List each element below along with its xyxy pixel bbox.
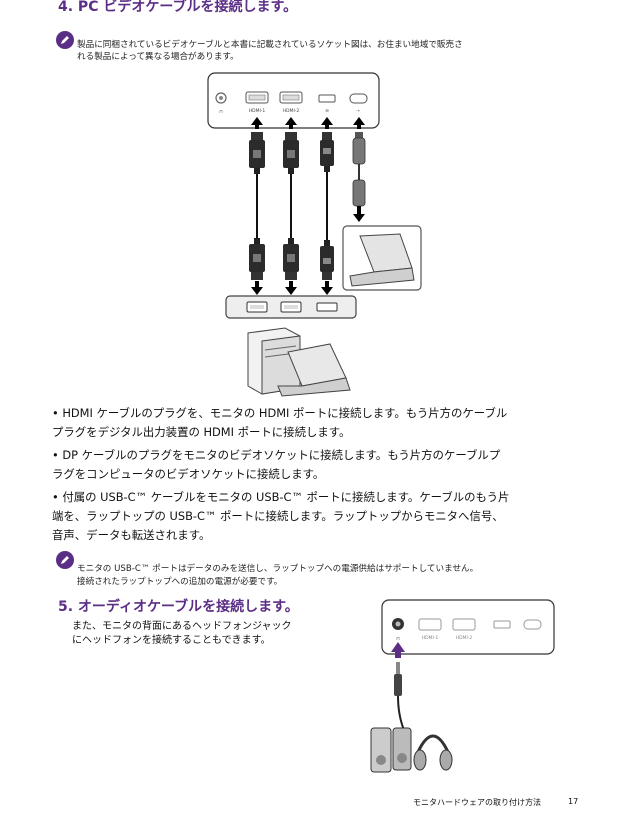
note-line-2: れる製品によって異なる場合があります。 [77,52,239,62]
audio-monitor-port-panel: HDMI-1 HDMI-2 ⊓ [381,599,555,655]
audio-port-label-hdmi1: HDMI-1 [422,635,439,641]
pc-port-panel [225,295,357,319]
laptop-image [342,225,422,291]
svg-text:⊓: ⊓ [219,110,223,115]
bullet-hdmi-line-1: • HDMI ケーブルのプラグを、モニタの HDMI ポートに接続します。もう片… [52,406,508,420]
audio-port-label-hdmi2: HDMI-2 [456,635,473,641]
section-5-line-1: また、モニタの背面にあるヘッドフォンジャック [72,621,292,632]
arrows-to-monitor [251,117,365,129]
audio-cable [394,662,405,731]
arrows-to-pc [251,281,333,295]
section-4-heading: 4. PC ビデオケーブルを接続します。 [58,0,298,15]
pencil-icon [56,551,74,569]
svg-text:⊓: ⊓ [396,637,400,642]
bullet-usbc-line-2: 端を、ラップトップの USB-C™ ポートに接続します。ラップトップからモニタへ… [52,509,504,523]
note2-line-1: モニタの USB-C™ ポートはデータのみを送信し、ラップトップへの電源供給はサ… [77,564,479,574]
port-label-hdmi2: HDMI-2 [283,108,300,114]
hdmi-cable-2 [283,132,299,280]
svg-text:⇢: ⇢ [356,109,360,114]
computer-image [247,327,351,397]
bullet-usbc-line-1: • 付属の USB-C™ ケーブルをモニタの USB-C™ ポートに接続します。… [52,490,510,504]
hdmi-cable-1 [249,132,265,280]
section-5-line-2: にヘッドフォンを接続することもできます。 [72,635,271,646]
bullet-dp-line-1: • DP ケーブルのプラグをモニタのビデオソケットに接続します。もう片方のケーブ… [52,448,501,462]
speakers-image [370,727,412,773]
monitor-port-panel: HDMI-1 HDMI-2 ⊖ ⇢ ⊓ [207,72,380,129]
audio-arrow-icon [391,642,405,652]
section-5-heading: 5. オーディオケーブルを接続します。 [58,599,299,615]
dp-cable [320,132,334,280]
audio-connection-diagram: HDMI-1 HDMI-2 ⊓ [370,599,555,773]
note2-line-2: 接続されたラップトップへの追加の電源が必要です。 [77,577,283,587]
pencil-icon [56,31,74,49]
video-connection-diagram: HDMI-1 HDMI-2 ⊖ ⇢ ⊓ [207,72,422,397]
bullet-usbc-line-3: 音声、データも転送されます。 [52,528,211,542]
bullet-hdmi-line-2: プラグをデジタル出力装置の HDMI ポートに接続します。 [52,425,351,439]
svg-text:⊖: ⊖ [325,109,329,114]
port-label-hdmi1: HDMI-1 [249,108,266,114]
headphones-image [413,734,453,771]
usb-c-cable [352,132,366,222]
bullet-dp-line-2: ラグをコンピュータのビデオソケットに接続します。 [52,467,325,481]
page-number: 17 [568,797,579,806]
note-line-1: 製品に同梱されているビデオケーブルと本書に記載されているソケット図は、お住まい地… [77,40,463,50]
footer-title: モニタハードウェアの取り付け方法 [413,798,541,807]
